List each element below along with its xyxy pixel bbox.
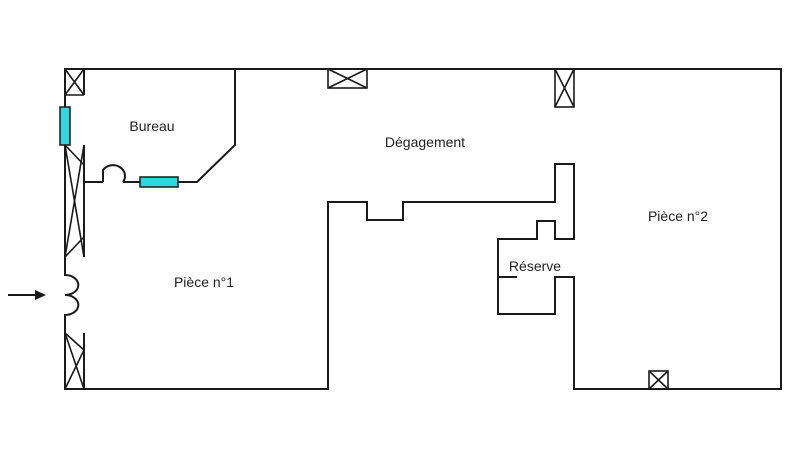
duct-box-top-right xyxy=(554,68,575,108)
duct-box-bottom xyxy=(648,370,669,390)
room-label-piece2: Pièce n°2 xyxy=(648,208,708,224)
duct-box-top xyxy=(327,68,368,89)
wall-hatch-bottom xyxy=(64,332,85,390)
room-label-bureau: Bureau xyxy=(129,118,174,134)
outer-wall xyxy=(64,68,782,390)
wall-hatch-top xyxy=(64,68,85,96)
room-label-reserve: Réserve xyxy=(509,258,561,274)
window-bureau-interior xyxy=(139,176,179,188)
bureau-door xyxy=(102,164,126,183)
bureau-wall xyxy=(178,69,236,183)
room-label-piece1: Pièce n°1 xyxy=(174,274,234,290)
wall-hatch-middle xyxy=(64,144,85,258)
entrance-door xyxy=(64,257,80,333)
room-label-degagement: Dégagement xyxy=(385,134,465,150)
window-left xyxy=(59,106,71,146)
arrow-right-icon xyxy=(8,290,46,300)
